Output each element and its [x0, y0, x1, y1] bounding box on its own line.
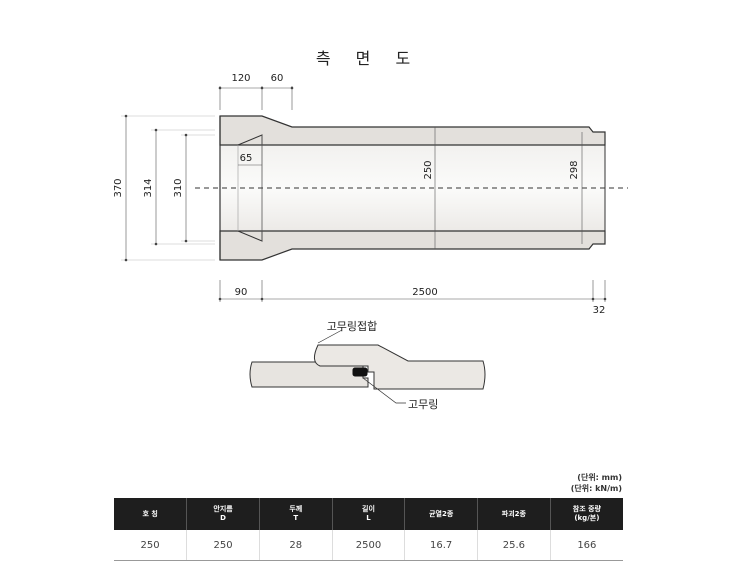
dim-32: 32 [593, 305, 606, 316]
header-cell: 파괴2종 [477, 498, 551, 530]
header-cell: 균열2종 [404, 498, 478, 530]
header-cell: 호 칭 [114, 498, 187, 530]
table-row: 250 250 28 2500 16.7 25.6 166 [114, 530, 623, 561]
dim-298: 298 [569, 160, 580, 179]
pipe-wall-top [219, 115, 606, 146]
dimension-ticks [124, 86, 607, 301]
drawing-title: 측 면 도 [316, 49, 420, 68]
dim-60: 60 [271, 73, 284, 84]
pipe-side-view [195, 115, 628, 261]
rubber-ring-label: 고무링 [408, 398, 438, 411]
units-mm: (단위: mm) [577, 473, 622, 482]
joint-detail [249, 329, 486, 404]
joint-title: 고무링접합 [327, 320, 378, 333]
dim-2500: 2500 [412, 287, 437, 298]
table-cell: 250 [186, 530, 260, 561]
table-cell: 2500 [331, 530, 405, 561]
table-cell: 28 [258, 530, 333, 561]
table-cell: 25.6 [477, 530, 551, 561]
pipe-drawing: 측 면 도 [113, 49, 628, 411]
units-note: (단위: mm) (단위: kN/m) [571, 472, 622, 494]
header-cell: 참조 중량(kg/본) [549, 498, 623, 530]
dim-120: 120 [231, 73, 250, 84]
dim-314: 314 [143, 178, 154, 197]
table-cell: 250 [114, 530, 187, 561]
pipe-wall-bottom [219, 230, 606, 261]
units-kn: (단위: kN/m) [570, 484, 622, 493]
dim-310: 310 [173, 178, 184, 197]
dim-370: 370 [113, 178, 124, 197]
dim-90: 90 [235, 287, 248, 298]
dim-250: 250 [423, 160, 434, 179]
dim-65: 65 [240, 153, 253, 164]
rubber-ring [352, 367, 368, 377]
dimension-lines [121, 86, 606, 302]
table-cell: 16.7 [404, 530, 478, 561]
table-cell: 166 [549, 530, 623, 561]
